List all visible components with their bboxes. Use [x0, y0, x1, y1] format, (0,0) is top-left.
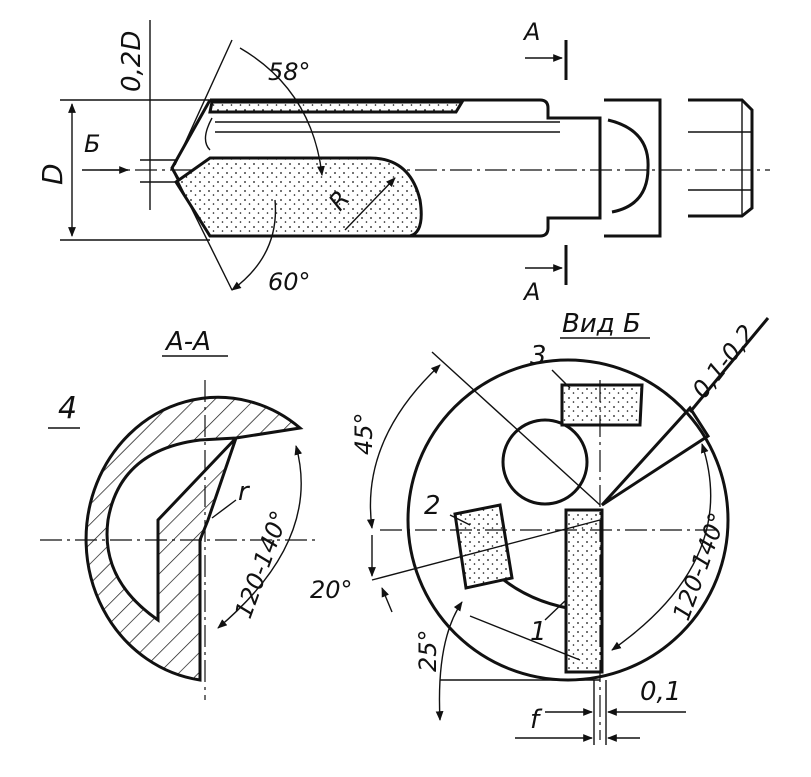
label-angle-58: 58°: [268, 58, 311, 86]
radius-R-leader: [344, 177, 396, 231]
upper-insert: [208, 100, 465, 114]
insert-1: [564, 508, 604, 674]
label-angle-60: 60°: [268, 268, 311, 296]
angle-20-arc-2: [381, 587, 393, 613]
part-1-leader: [544, 599, 567, 621]
label-radius-r: r: [238, 477, 251, 507]
angle-120-140-arc-left: [217, 445, 303, 629]
shank-cut-curve: [607, 118, 650, 214]
label-dim-01-02: 0,1-0,2: [687, 319, 761, 403]
angle-120-140-arc-right: [611, 443, 712, 651]
label-02D: 0,2D: [117, 31, 147, 92]
label-angle-left: 120-140°: [229, 507, 294, 622]
insert-3: [560, 383, 644, 427]
angle-45-arc: [366, 364, 441, 529]
view-title: Вид Б: [562, 309, 641, 339]
side-view: [60, 20, 770, 291]
hatched-body: [84, 395, 304, 682]
label-section-bottom: А: [522, 278, 540, 306]
lower-insert: [173, 156, 423, 238]
angle-60-ray: [174, 174, 233, 291]
shank-end: [688, 98, 754, 218]
tip-curve: [204, 117, 213, 151]
label-angle-45: 45°: [350, 412, 378, 455]
angle-45-ray: [431, 351, 601, 506]
angle-60-arc: [231, 199, 277, 291]
angle-25-arc: [435, 601, 463, 721]
label-dim-01: 0,1: [640, 677, 681, 707]
shank-part: [604, 98, 662, 238]
label-section-top: А: [522, 18, 540, 46]
angle-58-ray: [174, 39, 233, 166]
part-2-leader: [449, 514, 471, 526]
label-angle-20: 20°: [310, 576, 353, 604]
label-view-arrow: Б: [84, 130, 100, 158]
angle-20-ray: [371, 519, 601, 581]
coolant-hole: [501, 418, 589, 506]
wedge-dim-line: [688, 317, 770, 413]
label-part-1: 1: [530, 617, 547, 647]
label-angle-25: 25°: [414, 629, 442, 672]
section-title: А-А: [164, 327, 211, 357]
label-part-4: 4: [58, 391, 77, 426]
label-dim-f: f: [530, 705, 543, 735]
angle-25-ray: [469, 615, 581, 661]
label-D: D: [36, 163, 69, 185]
view-b: [366, 317, 770, 745]
part-3-leader: [551, 369, 571, 389]
section-a-a: [40, 355, 320, 700]
radius-r-leader: [211, 499, 237, 519]
label-part-2: 2: [424, 491, 441, 521]
insert-2: [453, 503, 514, 590]
drill-body-outline: [210, 98, 602, 238]
label-part-3: 3: [530, 341, 547, 371]
angle-58-arc: [239, 47, 325, 176]
